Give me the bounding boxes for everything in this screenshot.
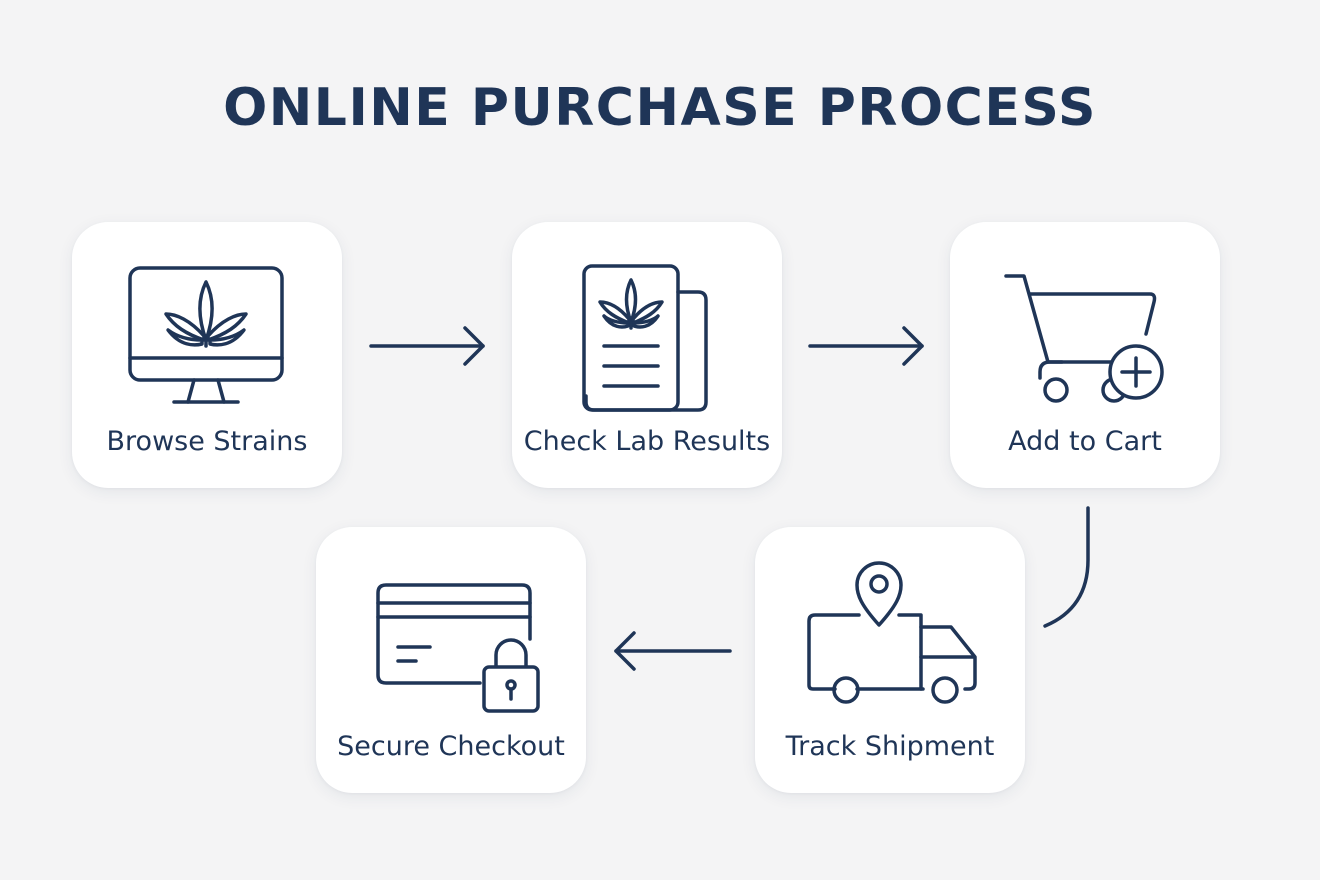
credit-card-lock-icon: [376, 583, 540, 713]
step-card-add-to-cart: Add to Cart: [950, 222, 1220, 488]
connector-cart-to-shipment: [1043, 506, 1090, 628]
step-label: Browse Strains: [106, 426, 308, 457]
step-label: Add to Cart: [1008, 426, 1162, 457]
arrow-browse-to-lab: [369, 326, 485, 366]
step-label: Track Shipment: [785, 731, 995, 762]
lab-report-document-icon: [582, 264, 708, 412]
step-card-secure-checkout: Secure Checkout: [316, 527, 586, 793]
arrow-lab-to-cart: [808, 326, 924, 366]
step-label: Check Lab Results: [523, 426, 771, 457]
arrow-shipment-to-checkout: [614, 631, 732, 671]
step-card-check-lab-results: Check Lab Results: [512, 222, 782, 488]
step-label: Secure Checkout: [337, 731, 565, 762]
page-title: ONLINE PURCHASE PROCESS: [223, 78, 1097, 138]
monitor-cannabis-leaf-icon: [128, 266, 284, 404]
step-card-browse-strains: Browse Strains: [72, 222, 342, 488]
delivery-truck-location-icon: [807, 561, 977, 704]
shopping-cart-add-icon: [1004, 274, 1164, 403]
step-card-track-shipment: Track Shipment: [755, 527, 1025, 793]
